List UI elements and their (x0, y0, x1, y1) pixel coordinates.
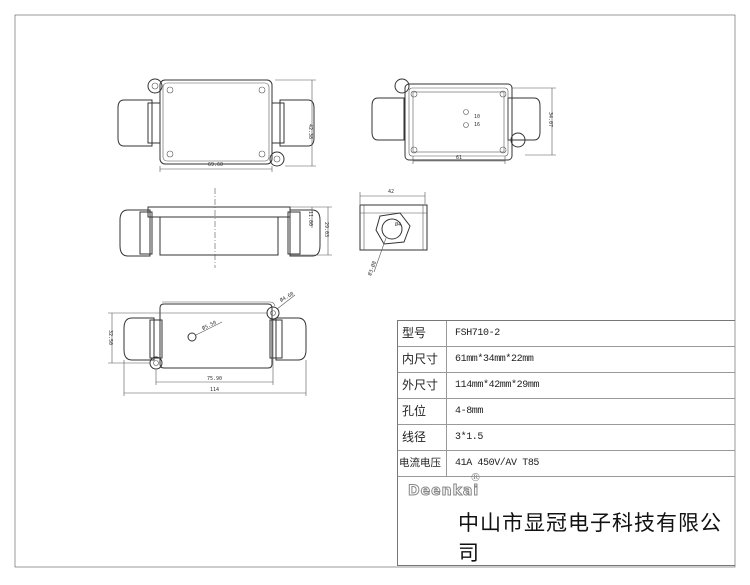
inner-small-label-1: 10 (474, 114, 480, 120)
top-view: 69.60 42.38 (117, 78, 316, 172)
spec-value: 61mm*34mm*22mm (455, 354, 534, 365)
spec-key: 型号 (398, 321, 447, 346)
side-view: 11.00 29.03 (119, 188, 332, 268)
spec-key: 电流电压 (398, 451, 447, 476)
total-length-label: 114 (210, 387, 219, 393)
spec-row-rating: 电流电压 41A 450V/AV T85 (398, 451, 735, 477)
spec-row-model: 型号 FSH710-2 (398, 321, 735, 347)
spec-table: 型号 FSH710-2 内尺寸 61mm*34mm*22mm 外尺寸 114mm*42… (397, 320, 735, 566)
end-hole-label: Ø4 (395, 221, 401, 228)
spec-value: FSH710-2 (455, 328, 500, 339)
side-small-height-label: 11.00 (307, 211, 313, 226)
top-view-width-label: 69.60 (208, 162, 223, 168)
spec-row-inner-size: 内尺寸 61mm*34mm*22mm (398, 347, 735, 373)
inner-width-label: 61 (456, 155, 462, 161)
spec-key: 孔位 (398, 399, 447, 424)
spec-key: 线径 (398, 425, 447, 450)
spec-value: 4-8mm (455, 406, 484, 417)
hole-span-label: 75.90 (207, 376, 222, 382)
center-hole-label: Ø5.50 (201, 319, 218, 332)
spec-row-hole: 孔位 4-8mm (398, 399, 735, 425)
inner-height-label: 34.07 (547, 112, 553, 127)
inner-small-label-2: 16 (474, 122, 480, 128)
spec-row-wire: 线径 3*1.5 (398, 425, 735, 451)
inner-view: 10 16 61 34.07 (371, 78, 556, 164)
top-view-height-label: 42.38 (307, 124, 313, 139)
spec-key: 内尺寸 (398, 347, 447, 372)
registered-mark: ® (470, 471, 481, 484)
bottom-height-label: 32.50 (107, 330, 113, 345)
spec-value: 3*1.5 (455, 432, 484, 443)
sheet-border (14, 14, 736, 568)
spec-row-outer-size: 外尺寸 114mm*42mm*29mm (398, 373, 735, 399)
spec-key: 外尺寸 (398, 373, 447, 398)
end-width-label: 42 (388, 189, 394, 195)
end-view: 42 Ø4 Ø3-Ø8 (359, 189, 428, 277)
end-gland-label: Ø3-Ø8 (366, 260, 378, 277)
spec-value: 41A 450V/AV T85 (455, 458, 540, 469)
spec-value: 114mm*42mm*29mm (455, 380, 540, 391)
bottom-view: Ø5.50 Ø4.60 32.50 75.90 114 (107, 290, 307, 396)
company-name: 中山市显冠电子科技有限公司 (458, 511, 722, 565)
side-height-label: 29.03 (323, 222, 329, 237)
brand-logo: Deenkai (407, 483, 480, 500)
